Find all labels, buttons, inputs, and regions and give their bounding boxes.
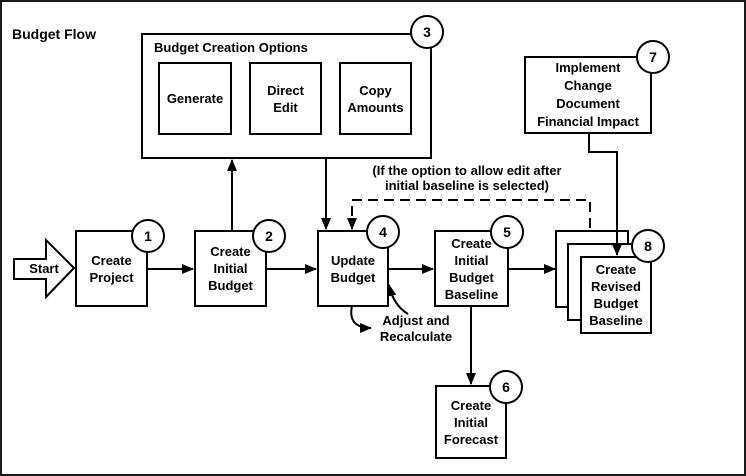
step-create-revised-budget-baseline: Create Revised Budget Baseline [580, 256, 652, 334]
option-direct-edit: Direct Edit [249, 62, 322, 135]
step-badge-5: 5 [490, 215, 524, 249]
step-badge-2: 2 [252, 219, 286, 253]
option-generate: Generate [158, 62, 232, 135]
arrow-implement-change-to-revised [588, 134, 622, 256]
loop-back-curve [386, 284, 409, 315]
adjust-recalculate-note: Adjust and Recalculate [379, 313, 453, 344]
dashed-conditional-path [347, 199, 591, 230]
step-badge-6: 6 [489, 370, 523, 404]
start-label: Start [29, 261, 59, 276]
budget-creation-options-title: Budget Creation Options [154, 40, 308, 55]
option-copy-amounts: Copy Amounts [339, 62, 412, 135]
loop-out-curve [350, 305, 372, 333]
start-arrow-shape [13, 237, 76, 300]
step-badge-8: 8 [631, 229, 665, 263]
step-implement-change-document: Implement Change Document Financial Impa… [524, 56, 652, 134]
step-create-initial-forecast: Create Initial Forecast [435, 385, 507, 459]
step-create-initial-budget: Create Initial Budget [194, 230, 267, 307]
step-badge-1: 1 [131, 219, 165, 253]
step-badge-3: 3 [410, 15, 444, 49]
page-title: Budget Flow [12, 26, 96, 42]
budget-creation-options-frame: Budget Creation Options [141, 33, 432, 159]
step-badge-7: 7 [636, 40, 670, 74]
edit-condition-note: (If the option to allow edit after initi… [372, 163, 562, 193]
step-badge-4: 4 [366, 215, 400, 249]
